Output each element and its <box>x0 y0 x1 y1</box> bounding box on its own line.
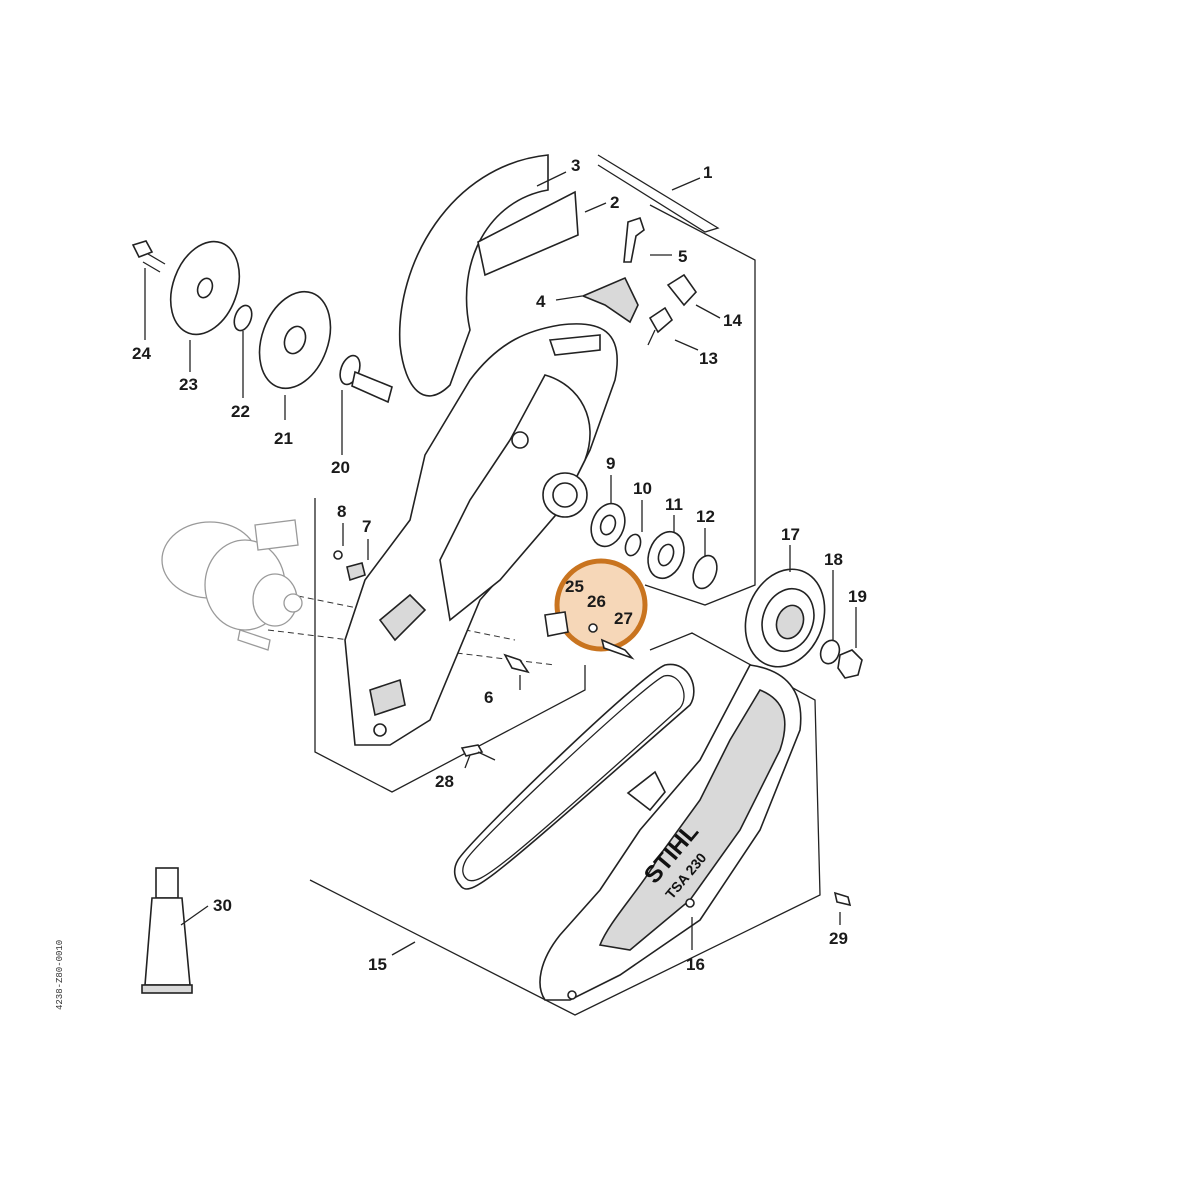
label-9: 9 <box>606 454 615 473</box>
upper-left-parts <box>131 240 393 404</box>
label-11: 11 <box>665 495 683 514</box>
label-12: 12 <box>696 507 715 526</box>
leader-lines <box>144 171 857 956</box>
label-6: 6 <box>484 688 493 707</box>
label-5: 5 <box>678 247 687 266</box>
frame-outlines <box>309 154 821 1016</box>
label-24: 24 <box>132 344 151 363</box>
part-30-tube <box>141 867 193 994</box>
label-27: 27 <box>614 609 633 628</box>
motor-assembly <box>161 519 303 651</box>
label-3: 3 <box>571 156 580 175</box>
part-labels: 1 2 3 4 5 6 7 8 9 10 11 12 13 14 15 16 1… <box>132 156 867 974</box>
label-17: 17 <box>781 525 800 544</box>
label-20: 20 <box>331 458 350 477</box>
highlighted-parts-25-27 <box>544 558 648 660</box>
label-25: 25 <box>565 577 584 596</box>
label-18: 18 <box>824 550 843 569</box>
label-26: 26 <box>587 592 606 611</box>
label-29: 29 <box>829 929 848 948</box>
small-fasteners <box>333 550 852 907</box>
label-14: 14 <box>723 311 742 330</box>
label-19: 19 <box>848 587 867 606</box>
label-22: 22 <box>231 402 250 421</box>
label-21: 21 <box>274 429 293 448</box>
label-30: 30 <box>213 896 232 915</box>
highlight-circle <box>554 558 648 652</box>
side-code: 4238-Z80-0010 <box>55 940 65 1010</box>
label-7: 7 <box>362 517 371 536</box>
label-28: 28 <box>435 772 454 791</box>
bearing-parts <box>590 502 718 590</box>
label-10: 10 <box>633 479 652 498</box>
label-23: 23 <box>179 375 198 394</box>
pulley-parts <box>744 568 863 679</box>
label-16: 16 <box>686 955 705 974</box>
upper-right-small-parts <box>580 216 698 346</box>
part-16-cover: STIHL TSA 230 <box>539 664 802 1001</box>
label-13: 13 <box>699 349 718 368</box>
label-1: 1 <box>703 163 712 182</box>
part-3-guard <box>398 154 579 397</box>
main-housing <box>344 323 618 746</box>
label-4: 4 <box>536 292 546 311</box>
label-15: 15 <box>368 955 387 974</box>
part-15-belt <box>453 663 695 890</box>
label-2: 2 <box>610 193 619 212</box>
label-8: 8 <box>337 502 346 521</box>
